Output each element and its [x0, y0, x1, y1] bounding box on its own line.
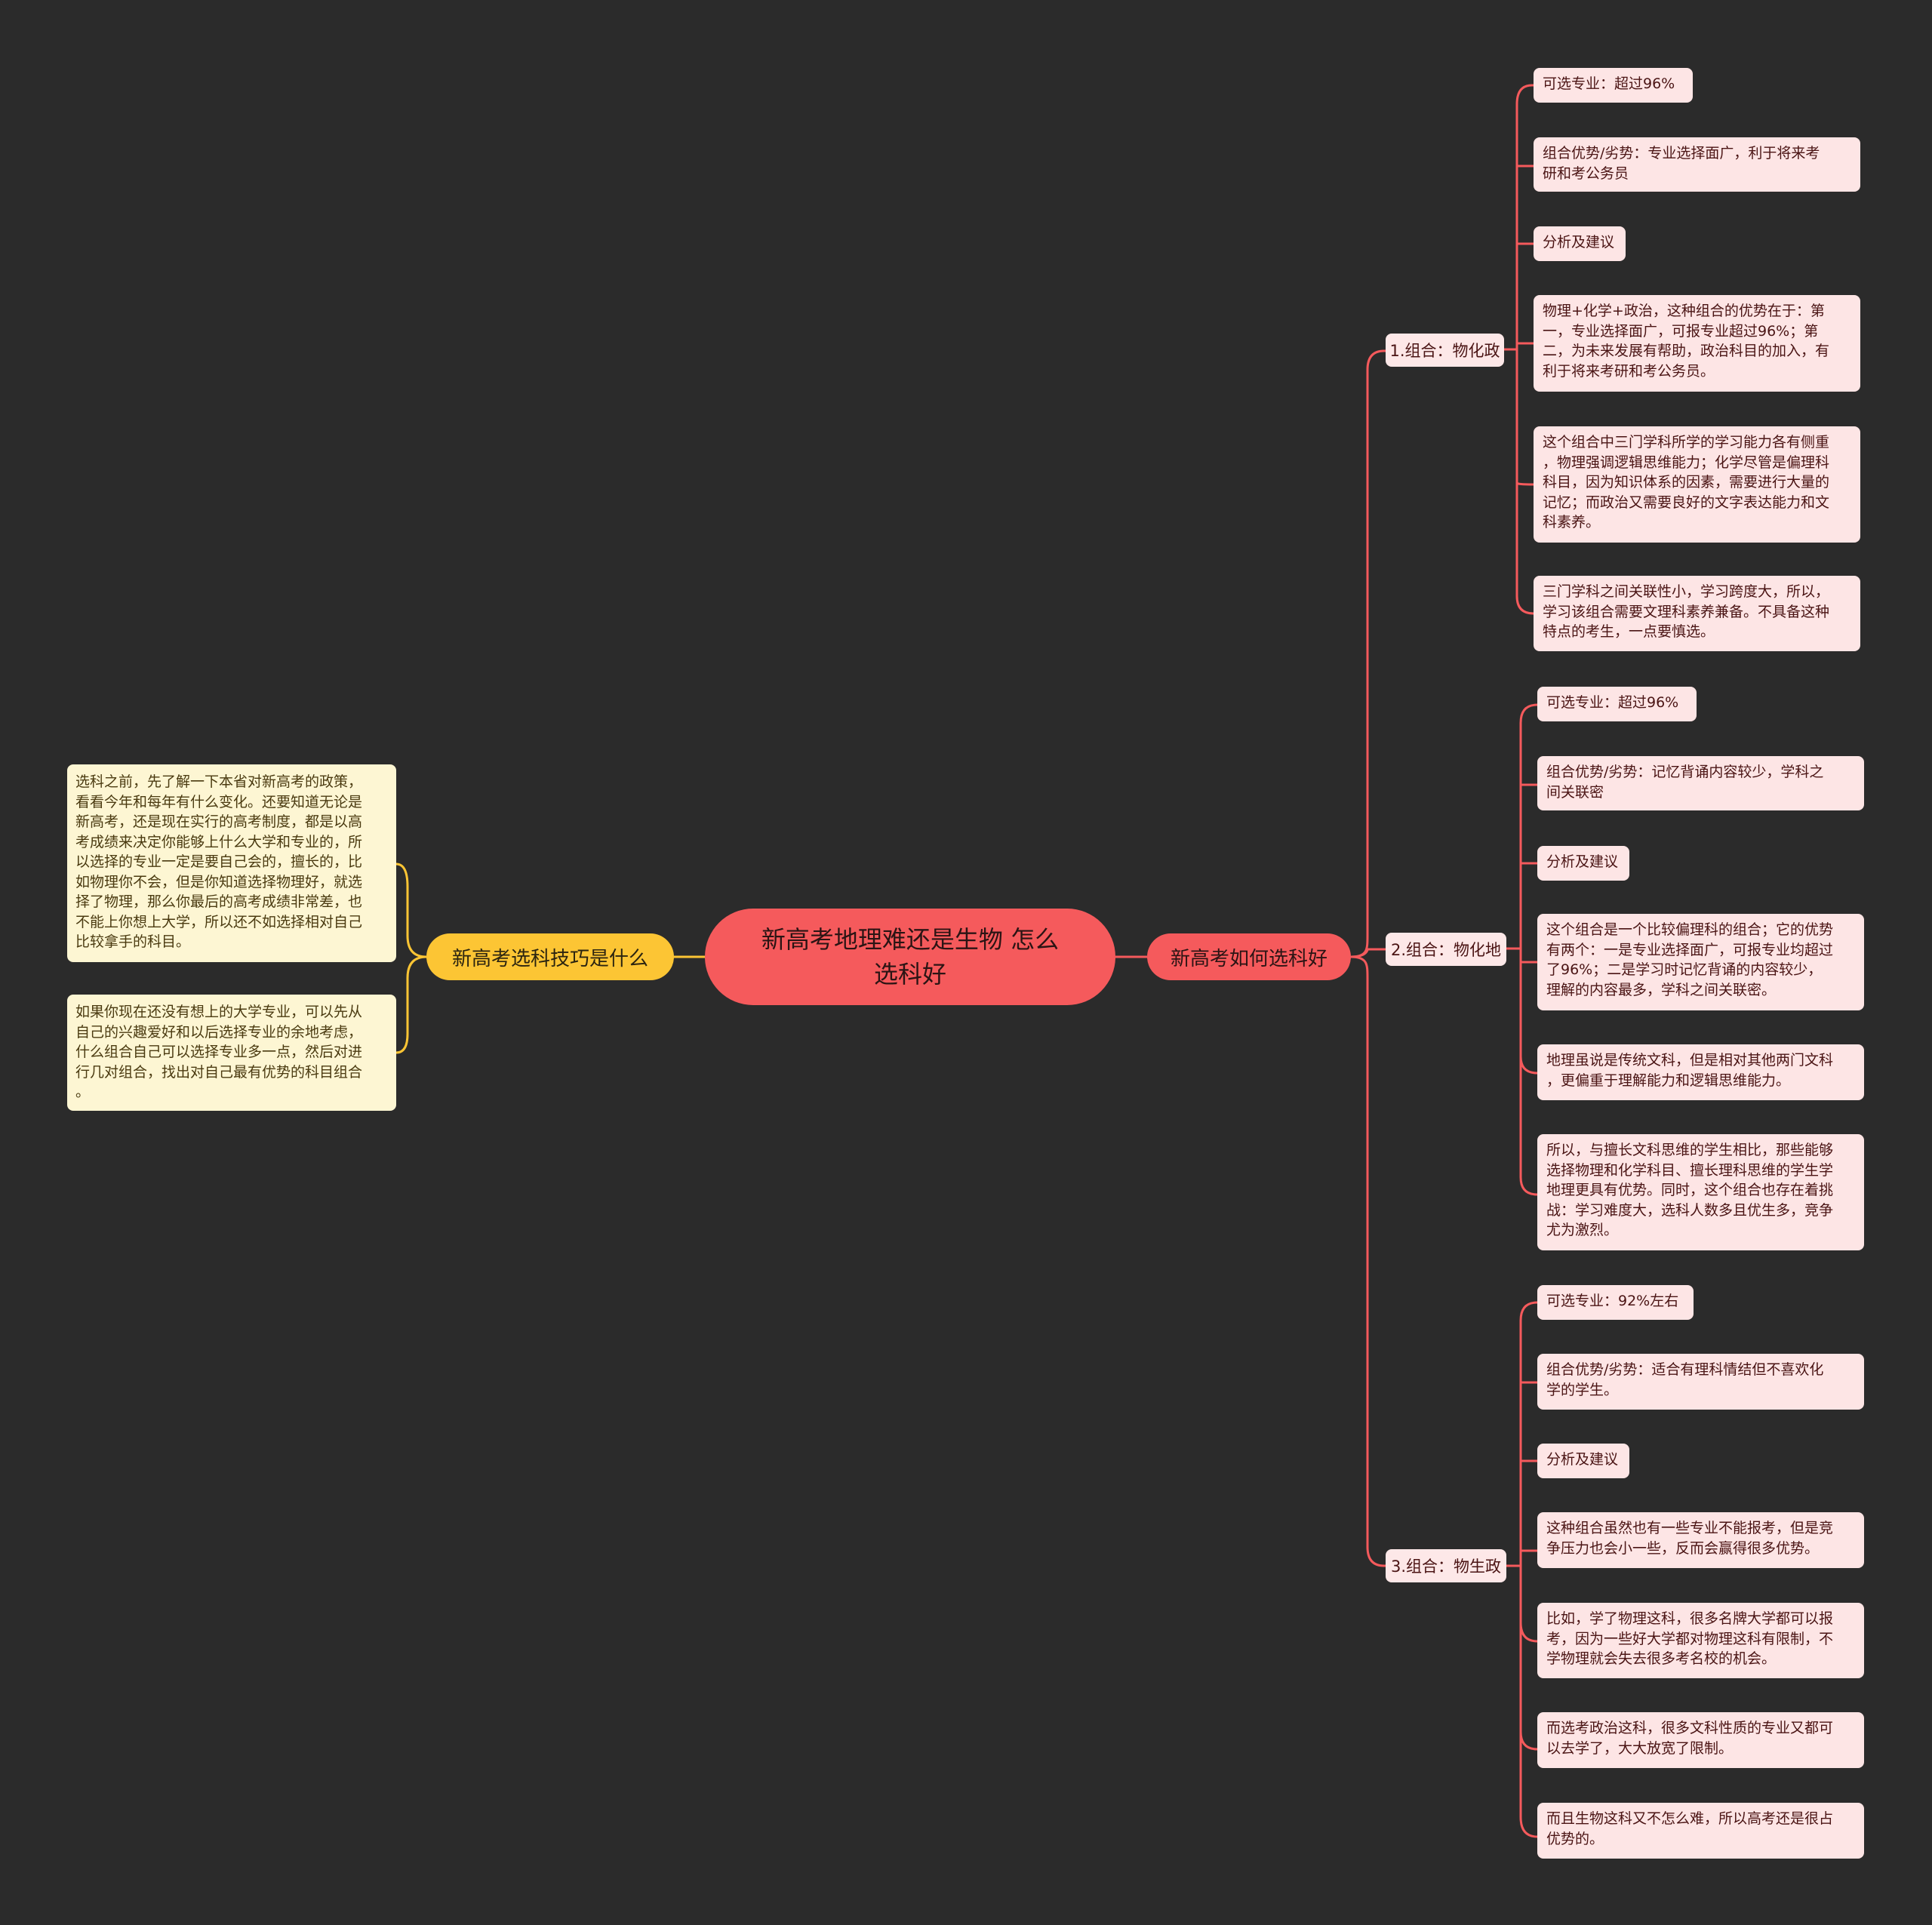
- group-physics-chemistry-politics[interactable]: 1.组合：物化政: [1386, 334, 1504, 367]
- leaf-tips-interest[interactable]: 如果你现在还没有想上的大学专业，可以先从 自己的兴趣爱好和以后选择专业的余地考虑…: [67, 995, 396, 1111]
- group-physics-chemistry-geography[interactable]: 2.组合：物化地: [1386, 933, 1506, 966]
- group-label: 3.组合：物生政: [1390, 1558, 1502, 1576]
- leaf-g2-analysis[interactable]: 分析及建议: [1537, 846, 1629, 881]
- root-topic[interactable]: 新高考地理难还是生物 怎么选科好: [705, 909, 1115, 1005]
- branch-tips-label: 新高考选科技巧是什么: [451, 947, 648, 970]
- leaf-g1-pros-cons[interactable]: 组合优势/劣势：专业选择面广，利于将来考 研和考公务员: [1534, 137, 1860, 192]
- leaf-g1-caution[interactable]: 三门学科之间关联性小，学习跨度大，所以， 学习该组合需要文理科素养兼备。不具备这…: [1534, 576, 1860, 651]
- group-label: 2.组合：物化地: [1390, 941, 1502, 959]
- leaf-g3-analysis[interactable]: 分析及建议: [1537, 1444, 1629, 1478]
- leaf-g3-politics[interactable]: 而选考政治这科，很多文科性质的专业又都可 以去学了，大大放宽了限制。: [1537, 1712, 1864, 1768]
- leaf-tips-policy[interactable]: 选科之前，先了解一下本省对新高考的政策， 看看今年和每年有什么变化。还要知道无论…: [67, 764, 396, 962]
- leaf-g3-majors[interactable]: 可选专业：92%左右: [1537, 1285, 1694, 1320]
- branch-how-to-choose[interactable]: 新高考如何选科好: [1147, 933, 1351, 980]
- leaf-g1-abilities[interactable]: 这个组合中三门学科所学的学习能力各有侧重 ，物理强调逻辑思维能力；化学尽管是偏理…: [1534, 426, 1860, 543]
- branch-tips[interactable]: 新高考选科技巧是什么: [426, 933, 674, 980]
- leaf-g3-competition[interactable]: 这种组合虽然也有一些专业不能报考，但是竞 争压力也会小一些，反而会赢得很多优势。: [1537, 1512, 1864, 1568]
- group-label: 1.组合：物化政: [1389, 342, 1500, 360]
- leaf-g2-advantage[interactable]: 这个组合是一个比较偏理科的组合；它的优势 有两个：一是专业选择面广，可报专业均超…: [1537, 914, 1864, 1010]
- leaf-g2-pros-cons[interactable]: 组合优势/劣势：记忆背诵内容较少，学科之 间关联密: [1537, 756, 1864, 810]
- leaf-g2-geography[interactable]: 地理虽说是传统文科，但是相对其他两门文科 ，更偏重于理解能力和逻辑思维能力。: [1537, 1044, 1864, 1100]
- root-topic-label: 新高考地理难还是生物 怎么选科好: [761, 925, 1060, 989]
- branch-how-to-choose-label: 新高考如何选科好: [1170, 947, 1327, 970]
- leaf-g3-pros-cons[interactable]: 组合优势/劣势：适合有理科情结但不喜欢化 学的学生。: [1537, 1354, 1864, 1410]
- leaf-g3-physics[interactable]: 比如，学了物理这科，很多名牌大学都可以报 考，因为一些好大学都对物理这科有限制，…: [1537, 1603, 1864, 1678]
- group-physics-biology-politics[interactable]: 3.组合：物生政: [1386, 1549, 1506, 1582]
- leaf-g1-advantage[interactable]: 物理+化学+政治，这种组合的优势在于：第 一，专业选择面广，可报专业超过96%；…: [1534, 295, 1860, 392]
- leaf-g2-challenge[interactable]: 所以，与擅长文科思维的学生相比，那些能够 选择物理和化学科目、擅长理科思维的学生…: [1537, 1134, 1864, 1250]
- leaf-g3-biology[interactable]: 而且生物这科又不怎么难，所以高考还是很占 优势的。: [1537, 1803, 1864, 1859]
- leaf-g2-majors[interactable]: 可选专业：超过96%: [1537, 687, 1697, 721]
- leaf-g1-analysis[interactable]: 分析及建议: [1534, 226, 1626, 261]
- leaf-g1-majors[interactable]: 可选专业：超过96%: [1534, 68, 1693, 103]
